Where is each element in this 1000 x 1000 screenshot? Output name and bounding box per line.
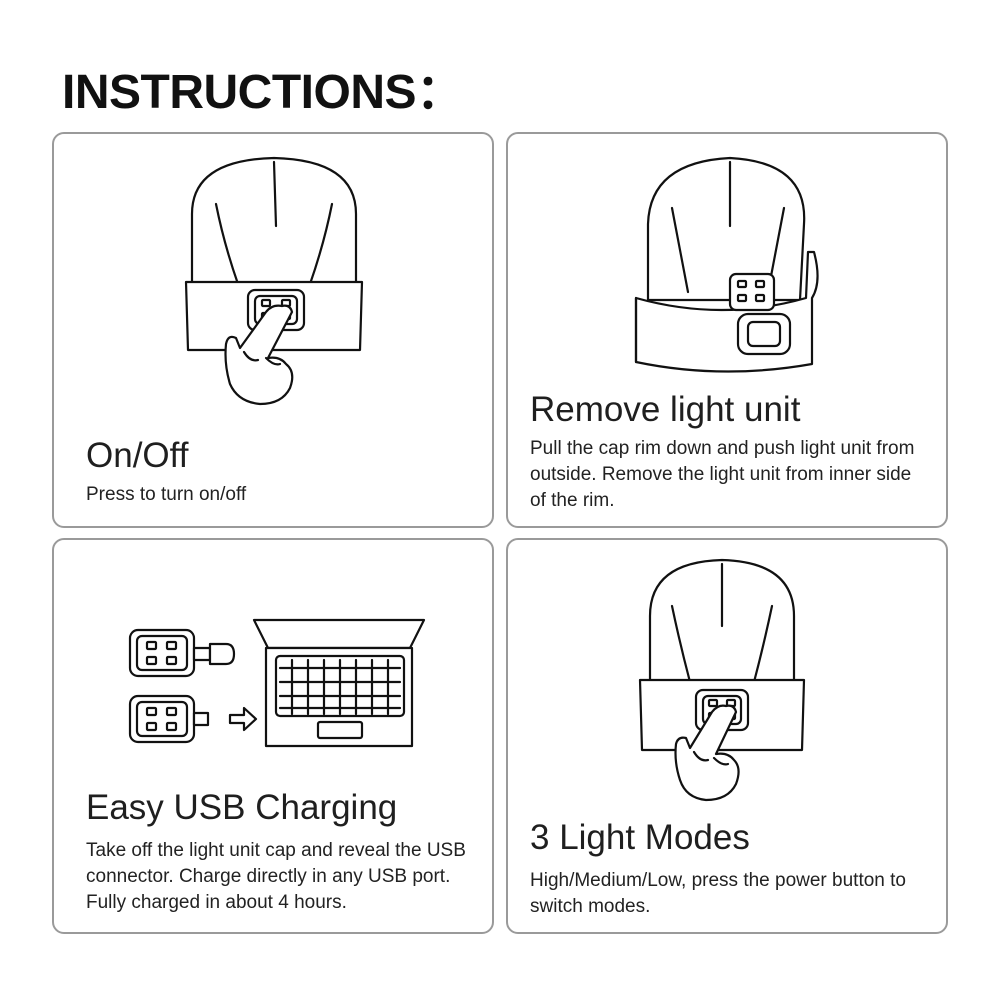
beanie-press-illustration xyxy=(184,156,364,406)
hand-pointer-icon xyxy=(674,704,740,802)
card-on-off: On/Off Press to turn on/off xyxy=(52,132,494,528)
laptop-icon xyxy=(252,618,426,748)
usb-heading: Easy USB Charging xyxy=(86,788,398,827)
remove-heading: Remove light unit xyxy=(530,390,801,429)
arrow-right-icon xyxy=(228,706,258,732)
beanie-icon xyxy=(638,558,806,752)
page-title: INSTRUCTIONS： xyxy=(62,66,464,119)
beanie-modes-illustration xyxy=(638,558,806,802)
modes-heading: 3 Light Modes xyxy=(530,818,750,857)
card-usb-charging: Easy USB Charging Take off the light uni… xyxy=(52,538,494,934)
usb-charging-illustration xyxy=(128,618,426,748)
remove-description: Pull the cap rim down and push light uni… xyxy=(530,438,915,511)
usb-description: Take off the light unit cap and reveal t… xyxy=(86,840,466,913)
hand-pointer-icon xyxy=(224,304,294,406)
modes-description: High/Medium/Low, press the power button … xyxy=(530,870,906,917)
on-off-heading: On/Off xyxy=(86,436,189,475)
card-light-modes: 3 Light Modes High/Medium/Low, press the… xyxy=(506,538,948,934)
beanie-rim-illustration xyxy=(634,156,819,373)
card-remove-light-unit: Remove light unit Pull the cap rim down … xyxy=(506,132,948,528)
light-unit-icon xyxy=(128,628,236,678)
on-off-description: Press to turn on/off xyxy=(86,484,247,505)
light-unit-icon xyxy=(728,272,792,356)
light-unit-icon xyxy=(128,694,210,744)
